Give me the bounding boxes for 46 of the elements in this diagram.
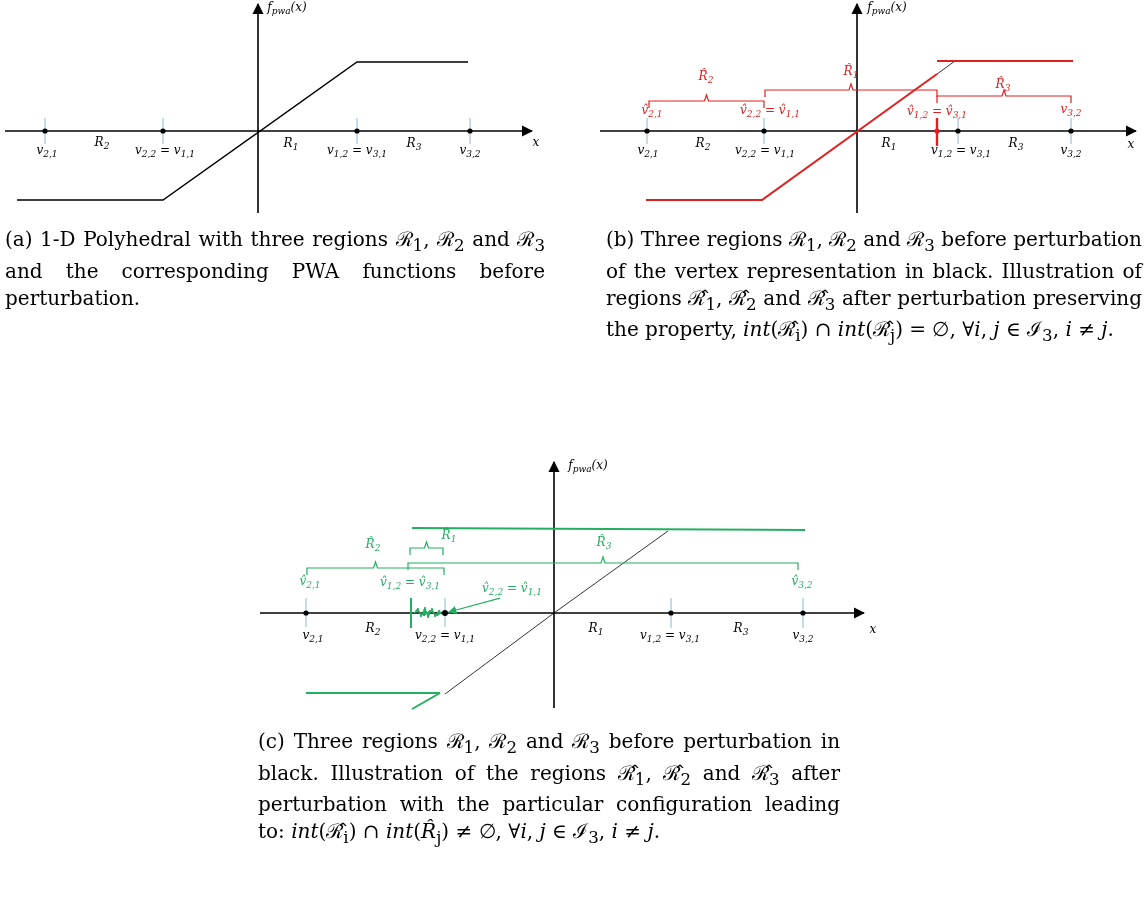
vertex-label: v̂$_{1,2}$ = v̂$_{3,1}$ (907, 104, 967, 122)
vertex-label: v$_{3,2}$ (1060, 102, 1082, 120)
vertex-label: v$_{3,2}$ (459, 143, 481, 161)
region-label: R$_{2}$ (695, 136, 711, 154)
vertex-label: v$_{1,2}$ = v$_{3,1}$ (931, 143, 991, 161)
region-label: R$_{1}$ (881, 136, 897, 154)
vertex-label: v̂$_{2,1}$ (641, 103, 663, 121)
figure-caption: (b) Three regions ℛ$_{1}$, ℛ$_{2}$ and ℛ$_{3}$ before perturbation of the vertex representation in black. Illustration of regions ℛ̂$_{1}$, ℛ̂$_{2}$ and ℛ̂$_{3}$ after perturbation preserving the property, int(ℛ̂$_{i}$) ∩ int(ℛ̂$_{j}$) = ∅, ∀i, j ∈ ℐ$_{3}$, i ≠ j. (606, 226, 1142, 347)
figure-caption: (c) Three regions ℛ$_{1}$, ℛ$_{2}$ and ℛ$_{3}$ before perturbation in black. Illustration of the regions ℛ̂$_{1}$, ℛ̂$_{2}$ and ℛ̂$_{3}$ after perturbation with the particular configuration leading to: int(ℛ̂$_{i}$) ∩ int(R̂$_{j}$) ≠ ∅, ∀i, j ∈ ℐ$_{3}$, i ≠ j. (258, 728, 840, 849)
axis-label: x (869, 623, 877, 637)
region-label: R$_{3}$ (1008, 136, 1024, 154)
region-label: R̂$_{2}$ (365, 537, 381, 555)
region-label: R$_{2}$ (365, 621, 381, 639)
region-label: R̂$_{2}$ (698, 69, 714, 87)
vertex-label: v̂$_{2,1}$ (299, 574, 321, 592)
vertex-label: v$_{3,2}$ (792, 628, 814, 646)
region-label: R̂$_{3}$ (995, 77, 1011, 95)
vertex-label: v̂$_{2,2}$ = v̂$_{1,1}$ (740, 103, 800, 121)
region-label: R$_{1}$ (588, 621, 604, 639)
region-label: R$_{3}$ (733, 621, 749, 639)
axis-label: f$_{pwa}$(x) (568, 458, 608, 476)
axis-label: x (532, 136, 540, 150)
region-label: R$_{1}$ (283, 136, 299, 154)
vertex-label: v$_{2,1}$ (36, 143, 58, 161)
leader-arrow (448, 597, 501, 615)
axis-label: f$_{pwa}$(x) (867, 0, 907, 18)
vertex-dot (442, 610, 448, 616)
vertex-label: v$_{2,2}$ = v$_{1,1}$ (415, 628, 475, 646)
vertex-label: v$_{1,2}$ = v$_{3,1}$ (327, 143, 387, 161)
region-label: R̂$_{1}$ (843, 64, 859, 82)
vertex-label: v̂$_{1,2}$ = v̂$_{3,1}$ (380, 575, 440, 593)
axis-label: x (1127, 138, 1135, 152)
vertex-label: v$_{3,2}$ (1060, 143, 1082, 161)
figure-caption: (a) 1-D Polyhedral with three regions ℛ$_{1}$, ℛ$_{2}$ and ℛ$_{3}$ and the corresponding PWA functions before perturbation. (5, 226, 545, 312)
vertex-label: v̂$_{2,2}$ = v̂$_{1,1}$ (482, 581, 542, 599)
vertex-label: v$_{2,2}$ = v$_{1,1}$ (135, 143, 195, 161)
region-label: R$_{3}$ (406, 136, 422, 154)
vertex-label: v$_{2,1}$ (302, 628, 324, 646)
vertex-label: v$_{2,2}$ = v$_{1,1}$ (735, 143, 795, 161)
region-label: R$_{2}$ (94, 135, 110, 153)
vertex-label: v$_{2,1}$ (637, 143, 659, 161)
axis-label: f$_{pwa}$(x) (267, 0, 307, 18)
region-label: R̂$_{1}$ (441, 528, 457, 546)
vertex-label: v̂$_{3,2}$ (791, 574, 813, 592)
region-label: R̂$_{3}$ (596, 535, 612, 553)
vertex-label: v$_{1,2}$ = v$_{3,1}$ (640, 628, 700, 646)
